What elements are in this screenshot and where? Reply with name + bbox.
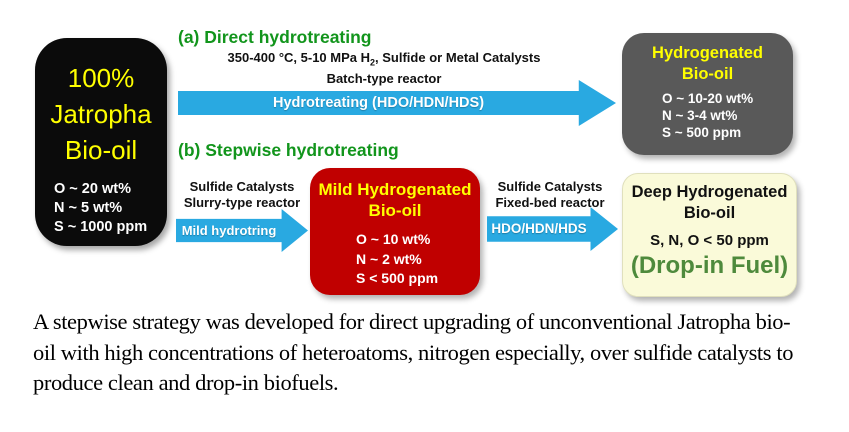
stat-sulfur: S ~ 1000 ppm — [54, 219, 148, 235]
step2-catalyst-label: Sulfide Catalysts Fixed-bed reactor — [484, 179, 616, 210]
mild-hydrotreating-arrow-label: Mild hydrotring — [181, 223, 277, 238]
caption-line: oil with high concentrations of heteroat… — [33, 339, 794, 365]
product-a-title-line: Hydrogenated — [652, 44, 763, 62]
conditions-line-2: Batch-type reactor — [326, 71, 442, 87]
path-b-heading: (b) Stepwise hydrotreating — [178, 140, 399, 160]
caption-line: A stepwise strategy was developed for di… — [33, 309, 791, 334]
product-b-purity: S, N, O < 50 ppm — [650, 232, 769, 249]
mild-hydrogenated-bio-oil-box: Mild Hydrogenated Bio-oil O ~ 10 wt% N ~… — [310, 168, 480, 295]
hdo-hdn-hds-arrow: HDO/HDN/HDS — [487, 207, 618, 251]
stat-sulfur: S < 500 ppm — [356, 270, 439, 286]
h2-subscript: 2 — [370, 57, 376, 68]
step1-reactor: Slurry-type reactor — [183, 194, 301, 210]
step1-catalyst-label: Sulfide Catalysts Slurry-type reactor — [172, 179, 312, 210]
stat-oxygen: O ~ 10 wt% — [356, 231, 431, 247]
stat-nitrogen: N ~ 2 wt% — [356, 250, 422, 267]
intermediate-stats: O ~ 10 wt% N ~ 2 wt% S < 500 ppm — [310, 230, 480, 289]
product-b-title-line: Bio-oil — [683, 204, 736, 222]
jatropha-bio-oil-box: 100% Jatropha Bio-oil O ~ 20 wt% N ~ 5 w… — [35, 38, 167, 246]
stat-oxygen: O ~ 10-20 wt% — [662, 91, 754, 106]
path-a-heading: (a) Direct hydrotreating — [178, 27, 372, 47]
step2-catalyst: Sulfide Catalysts — [497, 179, 603, 194]
path-a-conditions: 350-400 °C, 5-10 MPa H2, Sulfide or Meta… — [178, 50, 590, 87]
product-b-title-line: Deep Hydrogenated — [631, 183, 788, 201]
step1-catalyst: Sulfide Catalysts — [189, 179, 295, 194]
hydrotreating-arrow-label: Hydrotreating (HDO/HDN/HDS) — [272, 95, 485, 111]
stat-nitrogen: N ~ 5 wt% — [54, 200, 123, 216]
hdo-hdn-hds-arrow-label: HDO/HDN/HDS — [491, 221, 587, 236]
intermediate-title-line: Bio-oil — [368, 201, 422, 220]
step2-reactor: Fixed-bed reactor — [495, 194, 605, 210]
deep-hydrogenated-bio-oil-box: Deep Hydrogenated Bio-oil S, N, O < 50 p… — [622, 173, 797, 297]
stat-oxygen: O ~ 20 wt% — [54, 181, 131, 197]
intermediate-title-line: Mild Hydrogenated — [318, 180, 472, 199]
stat-sulfur: S ~ 500 ppm — [662, 125, 742, 140]
source-stats: O ~ 20 wt% N ~ 5 wt% S ~ 1000 ppm — [35, 180, 167, 237]
product-a-title-line: Bio-oil — [681, 65, 734, 83]
product-a-stats: O ~ 10-20 wt% N ~ 3-4 wt% S ~ 500 ppm — [622, 90, 793, 141]
drop-in-fuel-label: (Drop-in Fuel) — [630, 252, 789, 279]
hydrogenated-bio-oil-box: Hydrogenated Bio-oil O ~ 10-20 wt% N ~ 3… — [622, 33, 793, 155]
caption-line: produce clean and drop-in biofuels. — [33, 370, 339, 395]
source-title-line: 100% — [67, 63, 135, 93]
mild-hydrotreating-arrow: Mild hydrotring — [176, 209, 308, 252]
source-title-line: Bio-oil — [64, 135, 138, 165]
caption: A stepwise strategy was developed for di… — [33, 307, 843, 399]
hydrotreating-arrow: Hydrotreating (HDO/HDN/HDS) — [178, 80, 616, 126]
conditions-line-1: 350-400 °C, 5-10 MPa H2, Sulfide or Meta… — [227, 50, 541, 68]
stat-nitrogen: N ~ 3-4 wt% — [662, 108, 738, 123]
source-title-line: Jatropha — [50, 99, 152, 129]
